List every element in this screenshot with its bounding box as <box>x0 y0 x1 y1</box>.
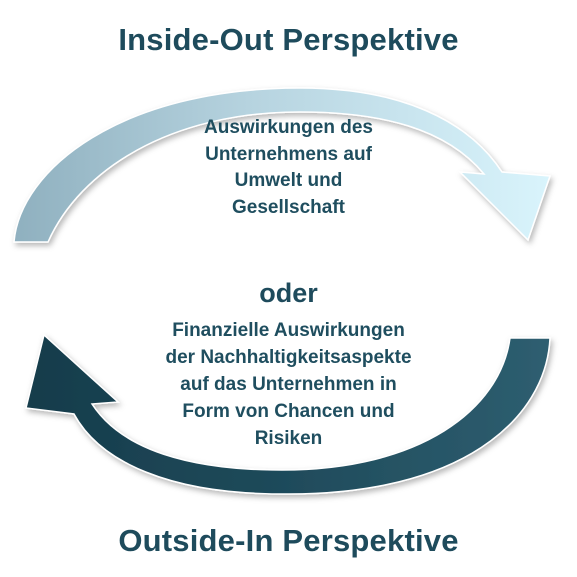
outside-in-line: Risiken <box>254 428 323 449</box>
outside-in-line: der Nachhaltigkeitsaspekte <box>165 347 412 368</box>
connector-word: oder <box>259 278 318 308</box>
inside-out-line: Unternehmens auf <box>205 143 372 165</box>
inside-out-line: Gesellschaft <box>232 196 345 218</box>
outside-in-line: Finanzielle Auswirkungen <box>172 320 405 341</box>
outside-in-arrow <box>25 333 551 495</box>
inside-out-description: Auswirkungen des Unternehmens auf Umwelt… <box>0 115 577 221</box>
outside-in-title: Outside-In Perspektive <box>118 523 459 558</box>
inside-out-line: Auswirkungen des <box>204 117 373 138</box>
inside-out-title: Inside-Out Perspektive <box>118 22 459 57</box>
inside-out-arrow <box>13 87 552 243</box>
outside-in-description: Finanzielle Auswirkungen der Nachhaltigk… <box>0 317 577 452</box>
inside-out-line: Umwelt und <box>234 170 343 191</box>
outside-in-line: auf das Unternehmen in <box>180 374 397 395</box>
outside-in-line: Form von Chancen und <box>182 401 395 422</box>
